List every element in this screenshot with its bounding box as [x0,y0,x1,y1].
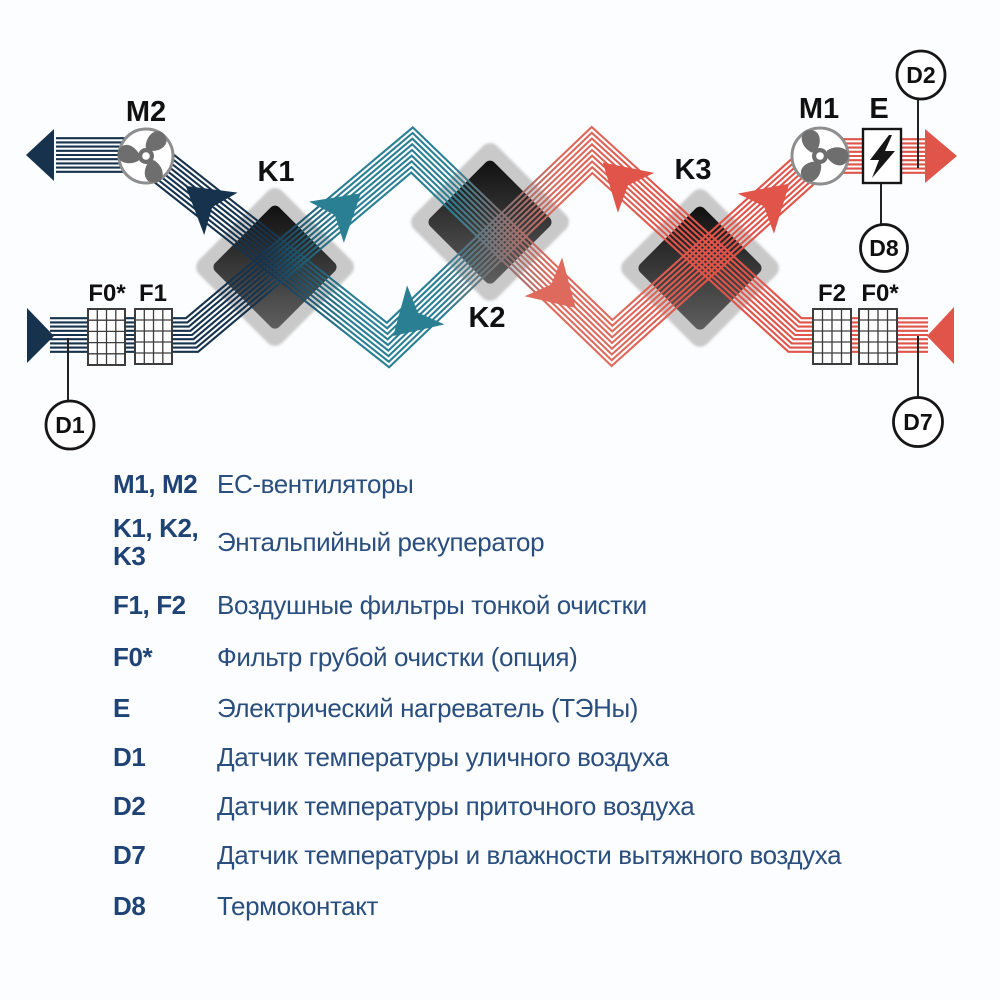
label-f1: F1 [139,280,167,307]
exhaust-arrow-icon [185,185,238,235]
exhaust-outlet-arrow-icon [26,129,54,181]
sensor-lines [67,99,919,401]
filter-f0-right-icon [858,308,898,365]
sensor-d8: D8 [859,223,909,273]
label-f0-right: F0* [861,280,899,307]
filters [87,308,898,366]
legend-desc: Фильтр грубой очистки (опция) [217,642,578,672]
label-f0-left: F0* [88,280,126,307]
legend-desc: Датчик температуры уличного воздуха [217,742,669,772]
filter-f2-icon [812,308,852,365]
svg-text:D7: D7 [903,409,932,435]
svg-text:D2: D2 [906,62,935,88]
legend-key: D2 [113,791,146,821]
svg-text:D1: D1 [55,412,85,438]
heater-e [861,127,903,185]
legend-key: F0* [113,642,153,672]
ventilation-diagram: D1 D2 D8 D7 M2 K1 K2 K3 M1 E F0* F1 F2 F… [26,49,957,451]
label-k3: K3 [674,154,711,186]
supply-outlet-arrow-icon [925,129,957,183]
legend-desc: Энтальпийный рекуператор [217,527,545,557]
svg-text:D8: D8 [869,235,899,261]
legend-row: D8 Термоконтакт [113,892,953,920]
filter-f0-left-icon [87,308,126,366]
legend-key: K1, K2, K3 [113,513,199,571]
label-m2: M2 [126,96,166,128]
legend-row: K1, K2, K3 Энтальпийный рекуператор [113,514,953,570]
sensor-d2: D2 [895,49,947,101]
legend-desc: Термоконтакт [217,891,379,921]
legend-key: D7 [113,840,146,870]
legend-row: D7 Датчик температуры и влажности вытяжн… [113,841,953,869]
fan-m1-icon [790,126,850,186]
label-e: E [869,93,888,125]
lightning-icon [870,135,895,178]
label-k1: K1 [257,156,294,188]
legend-desc: Датчик температуры приточного воздуха [217,791,695,821]
supply-arrow-icon [524,257,576,309]
label-f2: F2 [818,280,846,307]
legend-key: E [113,693,130,723]
supply-arrow-icon [737,183,790,234]
sensor-d1: D1 [44,399,96,451]
legend-desc: EC-вентиляторы [217,469,414,499]
fan-m2-icon [117,127,175,185]
filter-f1-icon [134,308,173,365]
label-m1: M1 [799,93,839,125]
overlays: D1 D2 D8 D7 M2 K1 K2 K3 M1 E F0* F1 F2 F… [26,49,957,451]
legend-key: M1, M2 [113,469,198,499]
legend-key: D8 [113,891,146,921]
exhaust-arrow-icon [602,162,655,213]
extract-air-inlet-arrow-icon [927,307,954,364]
legend-row: M1, M2 EC-вентиляторы [113,470,953,498]
supply-arrow-icon [309,193,361,243]
legend-row: E Электрический нагреватель (ТЭНы) [113,694,953,722]
legend-row: F0* Фильтр грубой очистки (опция) [113,643,953,671]
sensor-d7: D7 [892,396,944,448]
legend-desc: Электрический нагреватель (ТЭНы) [217,693,638,723]
fresh-air-inlet-arrow-icon [27,308,54,363]
legend-key: F1, F2 [113,590,186,620]
legend-row: D2 Датчик температуры приточного воздуха [113,792,953,820]
legend-row: F1, F2 Воздушные фильтры тонкой очистки [113,591,953,619]
legend-desc: Воздушные фильтры тонкой очистки [217,590,647,620]
legend-desc: Датчик температуры и влажности вытяжного… [217,840,842,870]
label-k2: K2 [468,302,505,334]
exhaust-arrow-icon [393,285,445,336]
legend-row: D1 Датчик температуры уличного воздуха [113,743,953,771]
legend-key: D1 [113,742,146,772]
